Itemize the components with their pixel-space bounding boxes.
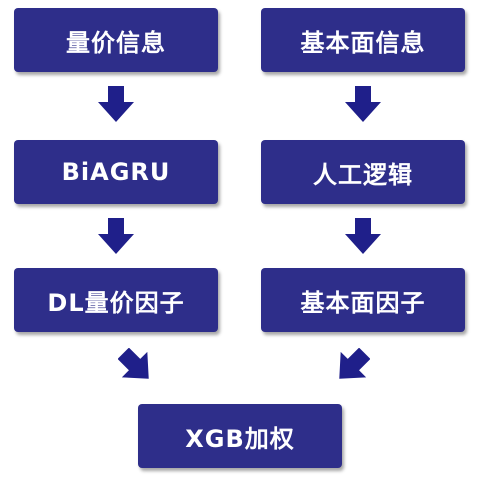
left-step2-label: BiAGRU [61,158,171,186]
arrow-down-icon [98,86,134,122]
left-step2-box: BiAGRU [14,140,218,204]
arrow-down-icon [98,218,134,254]
right-step2-box: 人工逻辑 [261,140,465,204]
arrow-down-icon [345,86,381,122]
left-step3-box: DL量价因子 [14,268,218,332]
right-step1-box: 基本面信息 [261,8,465,72]
arrow-down-left-icon [334,348,370,384]
arrow-down-right-icon [118,348,154,384]
left-step3-label: DL量价因子 [47,288,185,317]
right-step3-label: 基本面因子 [300,288,426,317]
right-step3-box: 基本面因子 [261,268,465,332]
final-label: XGB加权 [185,424,295,453]
left-step1-box: 量价信息 [14,8,218,72]
left-step1-label: 量价信息 [66,28,166,57]
final-box: XGB加权 [138,404,342,468]
arrow-down-icon [345,218,381,254]
right-step1-label: 基本面信息 [300,28,426,57]
right-step2-label: 人工逻辑 [313,160,413,189]
